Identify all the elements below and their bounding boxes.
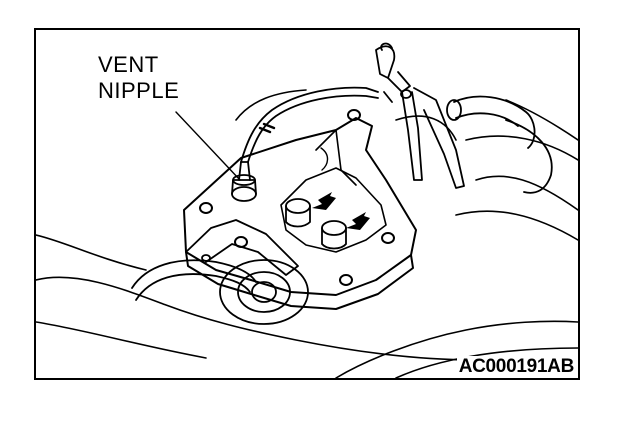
vent-nipple-illustration <box>36 42 578 378</box>
lower-hose <box>131 259 309 325</box>
callout-leader-line <box>175 111 241 181</box>
vent-nipple <box>231 161 257 202</box>
direction-arrows <box>312 192 370 230</box>
background-contours <box>36 89 578 378</box>
vent-hose <box>240 86 379 163</box>
bosses <box>285 198 347 250</box>
hose-clamp <box>375 42 465 189</box>
illustration-frame: VENT NIPPLE AC000191AB <box>34 28 580 380</box>
callout-line-1: VENT <box>98 52 159 77</box>
lower-bracket <box>185 219 299 276</box>
figure-id-label: AC000191AB <box>456 356 576 378</box>
vent-nipple-callout: VENT NIPPLE <box>98 52 179 104</box>
mounting-plate <box>183 109 417 310</box>
callout-line-2: NIPPLE <box>98 78 180 103</box>
right-hose <box>446 95 553 194</box>
